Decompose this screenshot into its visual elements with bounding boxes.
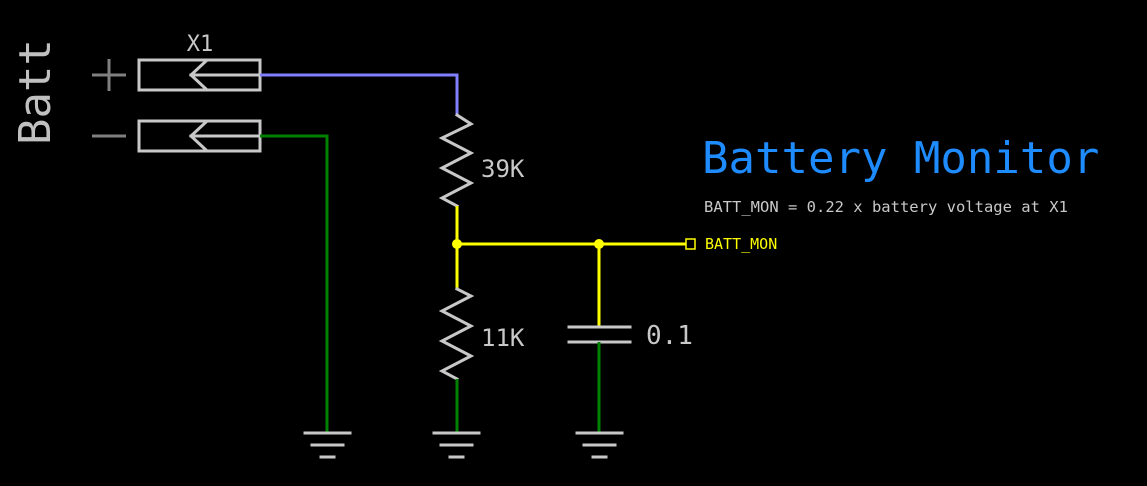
wire-vbat[interactable] — [260, 73, 459, 115]
ground-icon — [432, 431, 481, 459]
net-label-batt-mon: BATT_MON — [705, 235, 777, 253]
resistor-11k[interactable]: 11K — [438, 286, 525, 382]
connector-name-label: Batt — [10, 39, 61, 145]
capacitor-value: 0.1 — [646, 321, 693, 351]
connector-pin-minus[interactable] — [137, 119, 262, 153]
net-batt-mon[interactable]: BATT_MON — [452, 206, 777, 327]
resistor-39k[interactable]: 39K — [438, 112, 525, 209]
wire-gnd-connector[interactable] — [260, 134, 329, 434]
capacitor-0-1[interactable]: 0.1 — [567, 321, 693, 351]
net-label-port — [685, 238, 696, 250]
junction-dot — [452, 239, 462, 249]
resistor-11k-value: 11K — [481, 324, 525, 352]
connector-designator: X1 — [187, 32, 214, 57]
resistor-39k-value: 39K — [481, 155, 525, 183]
schematic-title: Battery Monitor — [702, 133, 1099, 184]
connector-x1[interactable]: X1 Batt — [10, 32, 262, 153]
schematic-note: BATT_MON = 0.22 x battery voltage at X1 — [704, 198, 1068, 216]
plus-icon — [92, 59, 126, 91]
junction-dot — [594, 239, 604, 249]
ground-icon — [303, 431, 352, 459]
connector-pin-plus[interactable] — [137, 58, 262, 92]
ground-icon — [575, 431, 624, 459]
